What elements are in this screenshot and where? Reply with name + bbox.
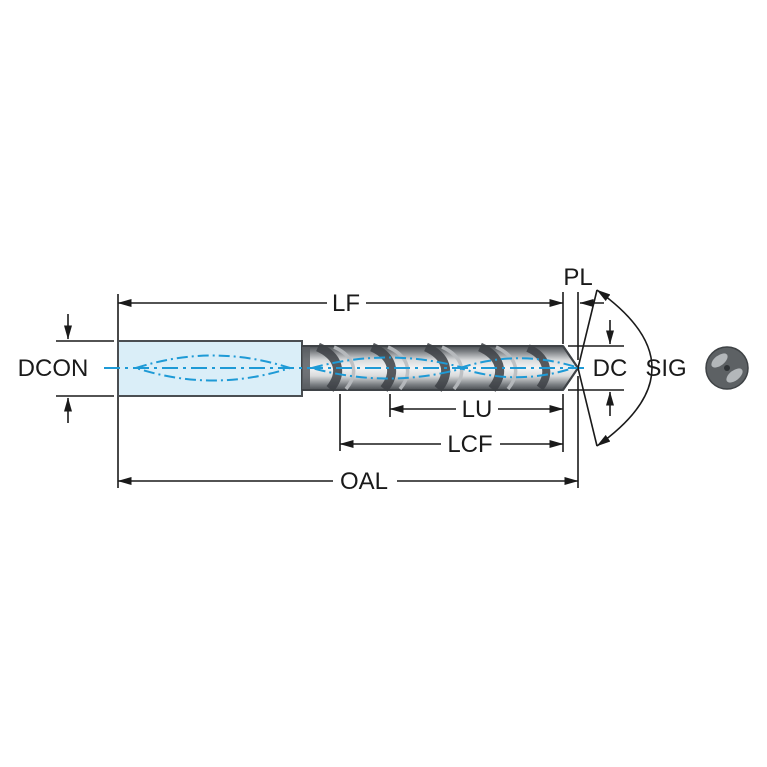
label-pl: PL (563, 264, 592, 291)
label-dc: DC (593, 355, 628, 382)
flute-dark-band (526, 344, 551, 391)
label-dcon: DCON (18, 355, 89, 382)
flute-lens-centerline-2 (459, 357, 580, 379)
point-angle-leg-lower (577, 367, 598, 447)
label-sig: SIG (645, 355, 686, 382)
flute-spirals (315, 342, 580, 392)
flute-dark-band (369, 342, 397, 392)
label-lf: LF (332, 290, 360, 317)
shank-flute-junction (302, 347, 310, 389)
end-view-flute-slot (726, 368, 743, 383)
label-lu: LU (462, 396, 493, 423)
flute-dark-band (477, 342, 505, 392)
point-angle-arc (596, 289, 653, 447)
flute-dark-band (423, 342, 451, 392)
label-lcf: LCF (447, 431, 492, 458)
flute-highlight (387, 345, 410, 391)
flute-highlight (333, 345, 356, 391)
label-oal: OAL (340, 468, 388, 495)
centerline-group (104, 354, 584, 382)
flute-dark-band (315, 342, 343, 392)
flute-highlight (441, 345, 464, 391)
flute-highlight (495, 345, 518, 391)
flute-lens-centerline-1 (311, 356, 468, 380)
end-view-flute-slot (711, 353, 728, 368)
shank-lens-centerline (135, 354, 294, 382)
end-view-center (724, 365, 730, 371)
dimension-lines (64, 289, 653, 485)
drill-end-view-icon (705, 346, 749, 390)
point-angle-leg-upper (577, 289, 598, 369)
